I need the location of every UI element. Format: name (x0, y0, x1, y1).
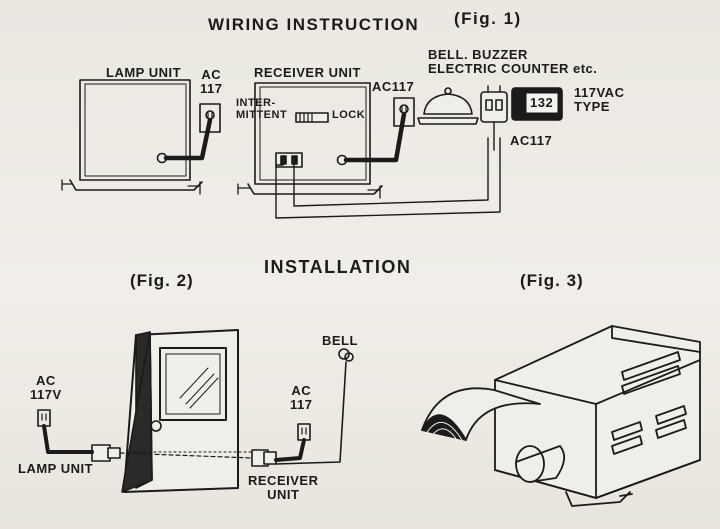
fig1-receiver-unit (237, 82, 383, 199)
fig1-ac117-receiver-label: AC117 (372, 79, 415, 94)
fig2-hidden-wire (119, 452, 253, 459)
fig2-ac-outlet-left (37, 409, 51, 427)
fig1-plug (480, 85, 508, 123)
fig1-electric-counter (511, 87, 563, 121)
fig2-ac-outlet-right (297, 423, 311, 441)
fig1-wire-loop (275, 137, 501, 219)
fig1-ac-label-left: AC 117 (200, 67, 223, 96)
fig2-lamp-unit-device (91, 444, 121, 462)
fig2-cord-right (274, 438, 306, 462)
fig2-bell-label: BELL (322, 333, 358, 348)
fig2-bell (338, 348, 354, 362)
fig1-cord-lamp (163, 117, 213, 161)
fig2-cord-left (42, 424, 94, 454)
fig1-lamp-unit-label: LAMP UNIT (106, 65, 182, 80)
fig1-cord-receiver (343, 111, 407, 163)
fig1-switch-lock-label: LOCK (332, 109, 366, 121)
fig2-ac-left-label: AC 117V (30, 373, 62, 402)
fig3-lamp-tube (421, 387, 566, 483)
fig3-label: (Fig. 3) (520, 271, 584, 290)
fig2-door (121, 329, 261, 493)
fig1-voltage-type-label: 117VAC TYPE (574, 85, 625, 114)
fig1-lamp-unit (61, 79, 203, 195)
page-title: WIRING INSTRUCTION (208, 15, 420, 34)
fig1-ac117-device-label: AC117 (510, 133, 553, 148)
fig1-bell (417, 87, 479, 125)
fig2-ac-right-label: AC 117 (290, 383, 313, 412)
fig2-bell-wire (275, 361, 347, 465)
fig2-lamp-unit-label: LAMP UNIT (18, 461, 94, 476)
fig1-switch-intermittent-label: INTER- MITTENT (236, 97, 288, 121)
fig1-devices-label: BELL. BUZZER ELECTRIC COUNTER etc. (428, 47, 598, 76)
fig1-label: (Fig. 1) (454, 9, 522, 28)
fig2-receiver-unit-device (251, 449, 277, 467)
fig2-receiver-unit-label: RECEIVER UNIT (248, 473, 319, 502)
fig2-label: (Fig. 2) (130, 271, 194, 290)
fig3-receiver-housing (494, 325, 701, 507)
installation-title: INSTALLATION (264, 257, 412, 277)
fig1-receiver-unit-label: RECEIVER UNIT (254, 65, 361, 80)
fig1-counter-display: 132 (530, 95, 554, 110)
